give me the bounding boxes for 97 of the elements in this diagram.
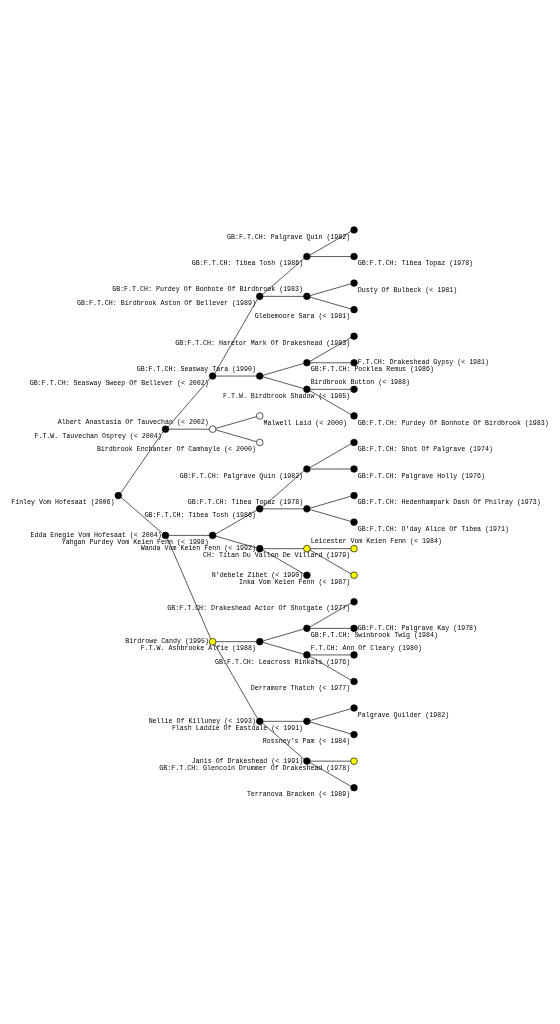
connector bbox=[215, 375, 257, 376]
node-circle bbox=[303, 292, 311, 300]
node-circle bbox=[303, 252, 311, 260]
connector bbox=[309, 760, 352, 761]
connector bbox=[309, 654, 352, 655]
node-circle bbox=[303, 757, 311, 765]
connector bbox=[309, 602, 352, 627]
connector bbox=[309, 549, 352, 574]
node-circle bbox=[208, 637, 217, 645]
connector bbox=[215, 415, 257, 429]
connector bbox=[309, 296, 352, 309]
connector bbox=[167, 537, 211, 639]
connector bbox=[262, 470, 305, 507]
node-circle bbox=[256, 371, 264, 380]
node-circle bbox=[256, 637, 264, 645]
node-circle bbox=[303, 650, 311, 659]
connector bbox=[120, 430, 164, 493]
connector bbox=[262, 295, 304, 297]
node-circle bbox=[303, 544, 311, 552]
connector bbox=[262, 547, 304, 549]
node-circle bbox=[350, 624, 358, 632]
node-circle bbox=[208, 425, 217, 433]
node-circle bbox=[350, 730, 358, 738]
node-circle bbox=[256, 717, 264, 725]
connector bbox=[309, 361, 352, 363]
connector bbox=[262, 720, 304, 722]
node-circle bbox=[161, 425, 170, 433]
node-circle bbox=[350, 491, 358, 499]
connector bbox=[215, 429, 257, 442]
connector bbox=[215, 535, 257, 548]
node-circle bbox=[350, 464, 358, 473]
connector bbox=[309, 627, 352, 629]
connector bbox=[262, 628, 304, 641]
connector bbox=[309, 468, 352, 469]
node-circle bbox=[256, 411, 264, 420]
node-circle bbox=[350, 783, 358, 791]
connector bbox=[168, 428, 210, 429]
connector bbox=[309, 495, 352, 508]
node-circle bbox=[303, 358, 311, 366]
connector bbox=[262, 641, 304, 654]
connector bbox=[309, 389, 352, 415]
node-circle bbox=[208, 531, 217, 539]
node-circle bbox=[350, 252, 358, 260]
node-circle bbox=[350, 757, 358, 765]
connector bbox=[167, 377, 211, 427]
node-circle bbox=[350, 650, 358, 659]
connector bbox=[215, 509, 257, 534]
connector bbox=[262, 508, 304, 509]
node-circle bbox=[303, 464, 311, 473]
node-circle bbox=[161, 531, 170, 539]
node-circle bbox=[350, 571, 358, 579]
connector bbox=[309, 547, 352, 549]
connector bbox=[262, 376, 304, 389]
node-circle bbox=[208, 371, 217, 380]
connector bbox=[262, 722, 305, 759]
connector bbox=[309, 443, 352, 468]
connector bbox=[214, 298, 258, 374]
node-circle bbox=[256, 292, 264, 300]
connector bbox=[309, 283, 352, 296]
connector bbox=[168, 534, 210, 536]
connector bbox=[309, 761, 352, 787]
connector bbox=[309, 388, 352, 390]
connector bbox=[309, 721, 352, 734]
connector bbox=[309, 508, 352, 522]
node-circle bbox=[350, 385, 358, 393]
connector bbox=[262, 362, 304, 376]
connector bbox=[309, 255, 352, 257]
node-circle bbox=[350, 358, 358, 366]
node-circle bbox=[350, 305, 358, 313]
node-circle bbox=[303, 717, 311, 725]
node-circle bbox=[256, 544, 264, 552]
node-circle bbox=[350, 544, 358, 552]
node-circle bbox=[350, 597, 358, 605]
node-circle bbox=[350, 703, 358, 712]
node-circle bbox=[350, 225, 358, 234]
connector bbox=[309, 707, 352, 721]
node-circle bbox=[350, 438, 358, 446]
connector bbox=[309, 655, 352, 680]
connector bbox=[262, 549, 305, 574]
node-circle bbox=[303, 571, 311, 579]
node-circle bbox=[303, 624, 311, 632]
node-circle bbox=[350, 517, 358, 526]
node-circle bbox=[350, 411, 358, 420]
connector bbox=[309, 230, 352, 255]
node-circle bbox=[256, 504, 264, 512]
connector bbox=[214, 643, 258, 719]
node-circle bbox=[350, 677, 358, 685]
connector bbox=[120, 496, 163, 534]
node-circle bbox=[350, 332, 358, 340]
node-circle bbox=[303, 504, 311, 512]
node-circle bbox=[303, 385, 311, 393]
connector bbox=[309, 336, 352, 362]
node-circle bbox=[256, 438, 264, 446]
connector bbox=[215, 640, 257, 642]
node-circle bbox=[114, 491, 122, 499]
connector bbox=[262, 257, 305, 295]
node-circle bbox=[350, 278, 358, 287]
